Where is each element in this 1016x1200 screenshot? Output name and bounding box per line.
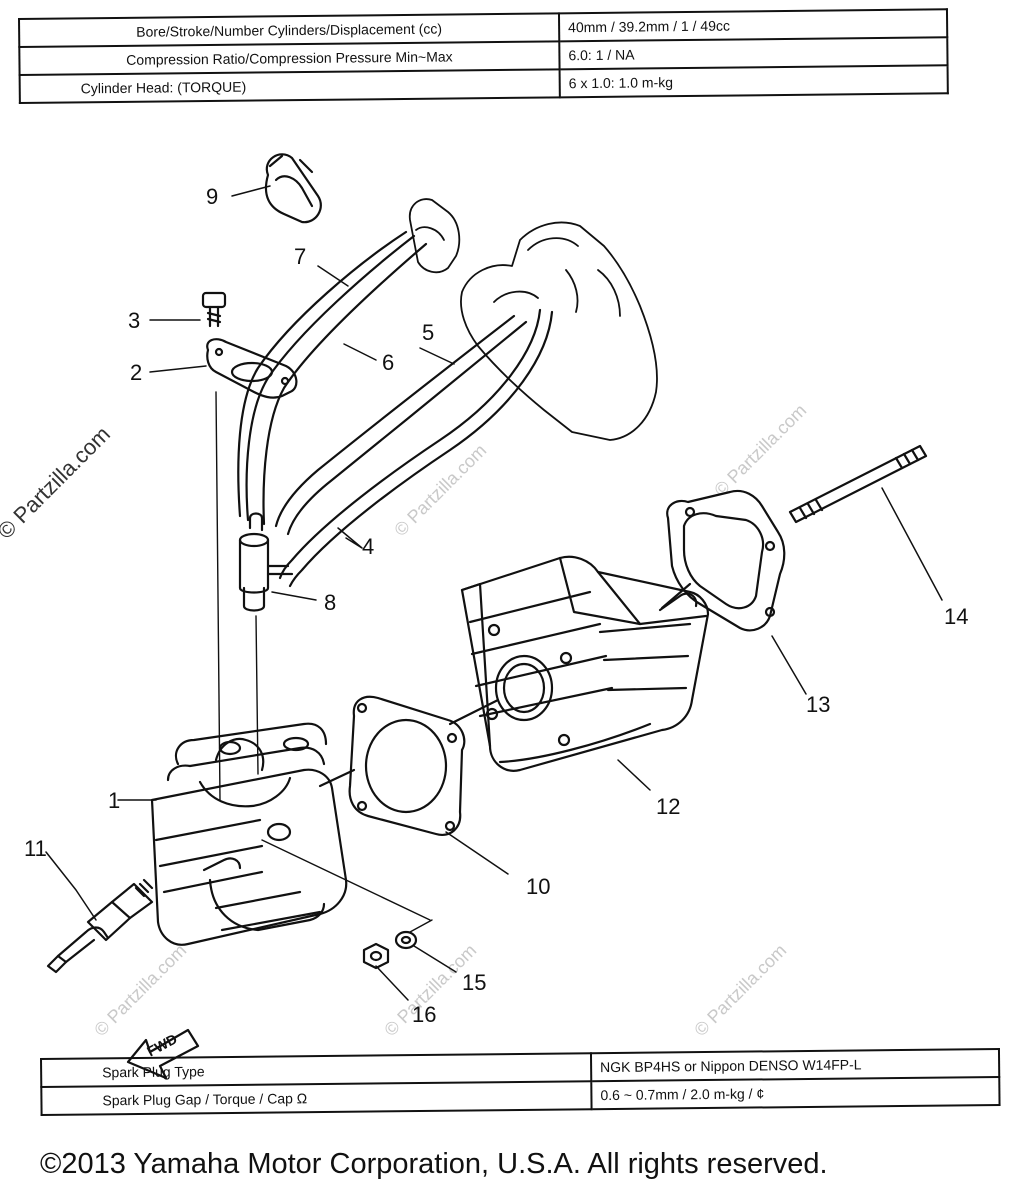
- manifold-gasket-part: [206, 338, 298, 399]
- ref-number: 7: [294, 244, 307, 269]
- leader-lines: [45, 185, 943, 1001]
- ref-number: 10: [526, 874, 551, 899]
- nut-part: [362, 942, 390, 970]
- ref-number: 2: [130, 360, 143, 385]
- spec-label: Spark Plug Gap / Torque / Cap Ω: [41, 1081, 592, 1115]
- washer-part: [394, 930, 418, 950]
- spec-value: NGK BP4HS or Nippon DENSO W14FP-L: [590, 1048, 1000, 1082]
- ref-number: 13: [806, 692, 831, 717]
- cylinder-part: [448, 555, 710, 772]
- ref-number: 11: [24, 836, 47, 861]
- cylinder-gasket-part: [318, 695, 466, 836]
- stud-bolt-part: [788, 444, 928, 524]
- cylinder-head-part: [150, 722, 348, 946]
- ref-number: 3: [128, 308, 141, 333]
- crankcase-outline: [408, 198, 658, 441]
- spark-plug-part: [46, 878, 154, 974]
- ref-number: 8: [324, 590, 337, 615]
- cylinder-gasket-rear-part: [660, 489, 786, 632]
- hose-clamp-part: [264, 153, 322, 224]
- center-lines: [215, 391, 433, 933]
- ref-number: 14: [944, 604, 969, 629]
- ref-number: 12: [656, 794, 681, 819]
- ref-number: 16: [412, 1002, 437, 1027]
- spec-value: 0.6 ~ 0.7mm / 2.0 m-kg / ¢: [591, 1076, 1000, 1110]
- fuel-hoses: [237, 230, 554, 588]
- fwd-arrow-icon: [126, 1028, 200, 1080]
- ref-number: 9: [206, 184, 219, 209]
- ref-number: 5: [422, 320, 435, 345]
- ref-number: 6: [382, 350, 395, 375]
- ref-number: 4: [362, 534, 375, 559]
- bottom-spec-table: Spark Plug Type NGK BP4HS or Nippon DENS…: [40, 1048, 1001, 1116]
- ref-number: 15: [462, 970, 487, 995]
- copyright-notice: ©2013 Yamaha Motor Corporation, U.S.A. A…: [40, 1148, 828, 1180]
- fitting-part: [238, 512, 294, 612]
- ref-number: 1: [108, 788, 121, 813]
- bolt-part: [201, 291, 227, 328]
